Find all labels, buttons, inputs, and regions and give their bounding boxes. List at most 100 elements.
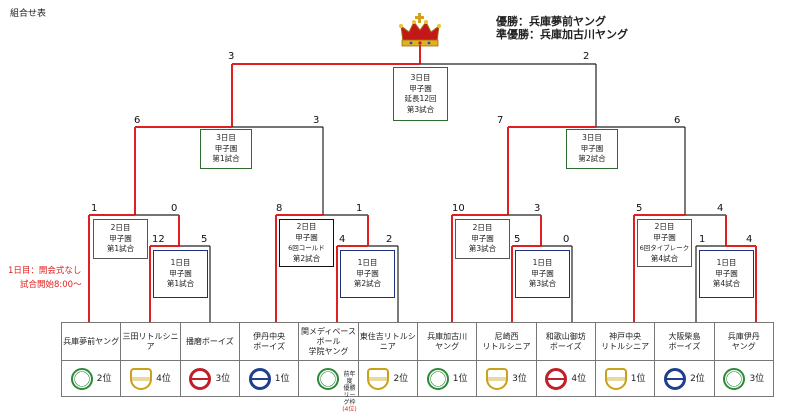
note-line: (4位) [342, 405, 357, 413]
team-name-cell: 三田リトルシニア [120, 322, 181, 361]
match-line: 第2試合 [292, 253, 321, 263]
team-name-cell: 関メディベース ボール 学院ヤング [298, 322, 359, 361]
score-sf1-right: 3 [313, 115, 320, 126]
team-rank: 2位 [690, 373, 705, 384]
match-line: 第4試合 [712, 279, 741, 289]
match-line: 甲子園 [471, 233, 494, 243]
match-line: 甲子園 [295, 232, 318, 242]
team-rank-cell: 3位 [179, 360, 240, 397]
team-rank: 2位 [393, 373, 409, 384]
baseball-emblem-icon [70, 367, 93, 390]
match-box-d1m1: 1日目甲子園第1試合 [153, 250, 208, 298]
match-line: 1日目 [170, 258, 191, 268]
score-r1m4-left: 1 [699, 234, 706, 245]
match-line: 6回タイブレーク [639, 244, 690, 252]
team-name: 兵庫加古川 ヤング [427, 331, 468, 351]
team-name: 伊丹中央 ボーイズ [253, 331, 286, 351]
match-line: 甲子園 [356, 268, 379, 278]
match-box-d3m2: 3日目甲子園第2試合 [566, 129, 618, 169]
match-line: 1日目 [716, 258, 737, 268]
team-name-cell: 東住吉リトルシ ニア [357, 322, 418, 361]
score-r1m2-right: 2 [386, 234, 393, 245]
tournament-bracket: 組合せ表 優勝：兵庫夢前ヤング 準優勝：兵庫加古川ヤング 1日目：開会式なし 試… [8, 9, 775, 413]
baseball-emblem-icon [723, 367, 746, 390]
crown-icon [399, 13, 441, 47]
team-name-cell: 神戸中央 リトルシニア [594, 322, 656, 361]
match-line: 第2試合 [578, 154, 606, 164]
baseball-emblem-icon [426, 367, 449, 390]
score-qf2-right: 1 [356, 203, 363, 214]
score-qf3-left: 10 [452, 203, 465, 214]
team-rank-cell: 前年度優勝リーグ枠(4位) [298, 360, 359, 413]
match-line: 2日目 [296, 222, 317, 231]
team-name-cell: 伊丹中央 ボーイズ [238, 322, 300, 361]
team-rank-cell: 3位 [713, 360, 775, 397]
team-name: 兵庫伊丹 ヤング [727, 331, 760, 351]
score-r1m4-right: 4 [746, 234, 753, 245]
team-rank-cell: 2位 [60, 360, 122, 397]
score-qf1-right: 0 [171, 203, 178, 214]
match-box-d2m1: 2日目甲子園第1試合 [93, 219, 148, 259]
match-line: 甲子園 [109, 233, 132, 243]
score-r1m1-right: 5 [201, 234, 208, 245]
team-name: 兵庫夢前ヤング [63, 336, 120, 346]
team-name-cell: 和歌山御坊 ボーイズ [535, 322, 596, 361]
note-line: リーグ枠 [343, 391, 356, 406]
runner-up-label: 準優勝：兵庫加古川ヤング [496, 28, 628, 41]
score-sf1-left: 6 [134, 115, 141, 126]
note-line: 前年度 [343, 370, 356, 385]
team-name-cell: 大阪柴島 ボーイズ [654, 322, 715, 361]
match-line: 甲子園 [653, 232, 676, 242]
team-name: 関メディベース ボール 学院ヤング [300, 326, 356, 356]
score-r1m3-right: 0 [563, 234, 570, 245]
shield-emblem-icon [130, 367, 153, 390]
team-name-cell: 尼崎西 リトルシニア [476, 322, 537, 361]
team-rank: 1位 [452, 373, 468, 384]
winner-label: 優勝：兵庫夢前ヤング [496, 15, 606, 28]
team-name-cell: 兵庫夢前ヤング [60, 322, 122, 361]
page-title: 組合せ表 [10, 9, 47, 19]
note-line-2: 試合開始8:00～ [20, 280, 82, 290]
match-box-d1m2: 1日目甲子園第2試合 [340, 250, 395, 298]
team-name-cell: 兵庫伊丹 ヤング [713, 322, 775, 361]
score-qf2-left: 8 [276, 203, 283, 214]
match-line: 甲子園 [531, 268, 554, 278]
match-box-d1m3: 1日目甲子園第3試合 [515, 250, 570, 298]
match-line: 2日目 [110, 223, 131, 233]
circle-emblem-icon [664, 367, 687, 390]
match-line: 3日目 [582, 133, 602, 143]
team-name: 播磨ボーイズ [185, 336, 234, 346]
match-line: 第3試合 [528, 279, 557, 289]
match-line: 第3試合 [468, 244, 497, 254]
score-qf3-right: 3 [534, 203, 541, 214]
match-line: 甲子園 [169, 268, 192, 278]
match-line: 延長12回 [404, 94, 437, 103]
match-line: 第1試合 [106, 244, 135, 254]
match-box-d1m4: 1日目甲子園第4試合 [699, 250, 754, 298]
match-box-d2m3: 2日目甲子園第3試合 [455, 219, 510, 259]
previous-champion-note: 前年度優勝リーグ枠(4位) [341, 371, 357, 413]
team-rank: 2位 [96, 373, 112, 384]
result-summary: 優勝：兵庫夢前ヤング 準優勝：兵庫加古川ヤング [496, 15, 628, 41]
team-name-cell: 播磨ボーイズ [179, 322, 240, 361]
match-box-d3m3: 3日目甲子園延長12回第3試合 [393, 67, 448, 121]
score-sf2-right: 6 [674, 115, 681, 126]
match-line: 2日目 [472, 223, 493, 233]
score-qf1-left: 1 [91, 203, 98, 214]
match-line: 2日目 [654, 222, 675, 231]
team-rank: 4位 [571, 373, 587, 384]
team-table: 兵庫夢前ヤング三田リトルシニア播磨ボーイズ 伊丹中央 ボーイズ関メディベース ボー… [60, 322, 775, 413]
team-rank: 1位 [274, 373, 290, 384]
shield-emblem-icon [367, 367, 390, 390]
team-rank: 1位 [630, 373, 646, 384]
bracket-lines [88, 45, 757, 322]
note-line: 優勝 [343, 384, 356, 392]
score-final-left: 3 [228, 51, 235, 62]
score-qf4-left: 5 [636, 203, 643, 214]
team-name: 神戸中央 リトルシニア [601, 331, 650, 351]
score-r1m1-left: 12 [152, 234, 165, 245]
team-rank-cell: 2位 [654, 360, 715, 397]
team-name: 三田リトルシニア [122, 331, 179, 351]
team-name: 大阪柴島 ボーイズ [668, 331, 701, 351]
team-rank-cell: 1位 [238, 360, 300, 397]
